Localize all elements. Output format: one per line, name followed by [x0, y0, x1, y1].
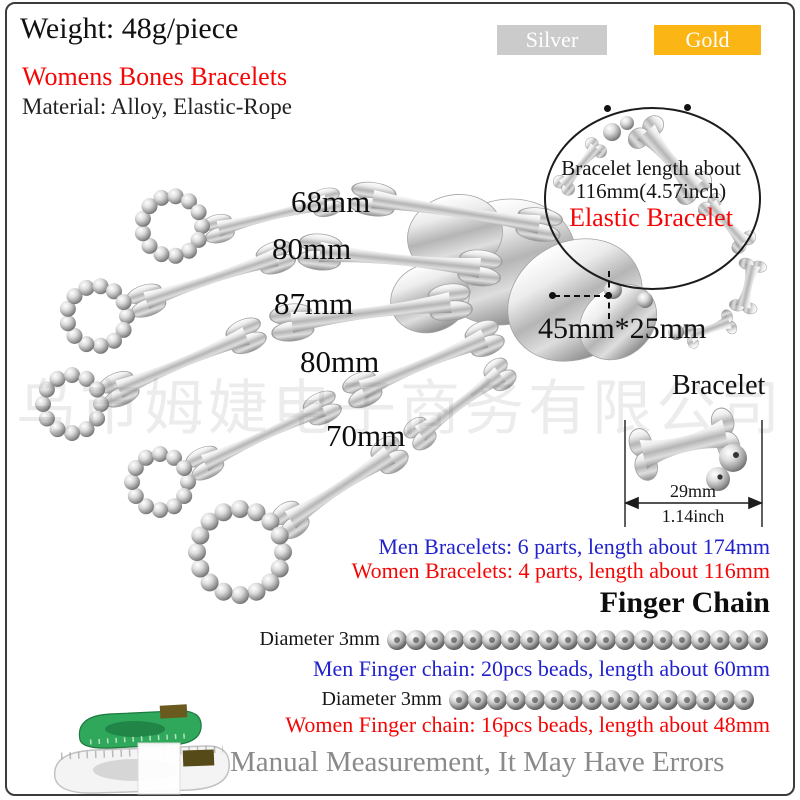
- gold-variant-button[interactable]: Gold: [654, 25, 761, 55]
- width-mm-label: 29mm: [669, 481, 716, 501]
- finger-measurement: 80mm: [300, 344, 380, 379]
- image-border: [5, 2, 795, 796]
- men-finger-chain-row: Diameter 3mm: [259, 628, 768, 651]
- finger-measurement: 70mm: [326, 418, 406, 453]
- callout-dot: [684, 104, 691, 111]
- dimension-dot: [549, 292, 556, 299]
- product-title: Womens Bones Bracelets: [22, 62, 288, 91]
- dashed-line-horizontal: [554, 295, 610, 297]
- silver-variant-button[interactable]: Silver: [497, 25, 607, 55]
- dashed-line-vertical: [608, 271, 610, 319]
- bracelet-length-line2: 116mm(4.57inch): [575, 179, 727, 203]
- palm-size-label: 45mm*25mm: [538, 312, 707, 345]
- fingertip-bead-rings: [35, 188, 292, 604]
- width-inch-label: 1.14inch: [661, 506, 725, 526]
- weight-label: Weight: 48g/piece: [20, 12, 239, 45]
- diameter-label: Diameter 3mm: [259, 628, 380, 650]
- tape-measure-photo: [54, 704, 230, 795]
- elastic-bracelet-label: Elastic Bracelet: [569, 203, 733, 232]
- material-label: Material: Alloy, Elastic-Rope: [22, 94, 292, 119]
- men-finger-chain-info: Men Finger chain: 20pcs beads, length ab…: [312, 656, 770, 681]
- bead-chain: [449, 689, 754, 710]
- finger-measurement: 87mm: [274, 286, 354, 321]
- bracelet-detail-label: Bracelet: [672, 370, 766, 401]
- bracelet-length-note: Bracelet length about 116mm(4.57inch) El…: [548, 156, 754, 232]
- width-arrow: [623, 496, 764, 510]
- finger-chain-heading: Finger Chain: [599, 586, 770, 619]
- bracelet-length-line1: Bracelet length about: [561, 156, 741, 180]
- bead-chain: [387, 629, 768, 650]
- finger-measurement: 80mm: [272, 231, 352, 266]
- bracelet-callout-ellipse: [544, 107, 761, 290]
- finger-measurement: 68mm: [291, 184, 371, 219]
- men-bracelets-info: Men Bracelets: 6 parts, length about 174…: [378, 534, 770, 559]
- bracelet-part-dimension-drawing: [623, 405, 764, 527]
- women-finger-chain-info: Women Finger chain: 16pcs beads, length …: [285, 712, 770, 737]
- measurement-disclaimer: Manual Measurement, It May Have Errors: [230, 746, 725, 778]
- callout-dot: [604, 105, 611, 112]
- diameter-label: Diameter 3mm: [321, 688, 442, 710]
- women-bracelets-info: Women Bracelets: 4 parts, length about 1…: [351, 558, 770, 583]
- women-finger-chain-row: Diameter 3mm: [321, 688, 754, 711]
